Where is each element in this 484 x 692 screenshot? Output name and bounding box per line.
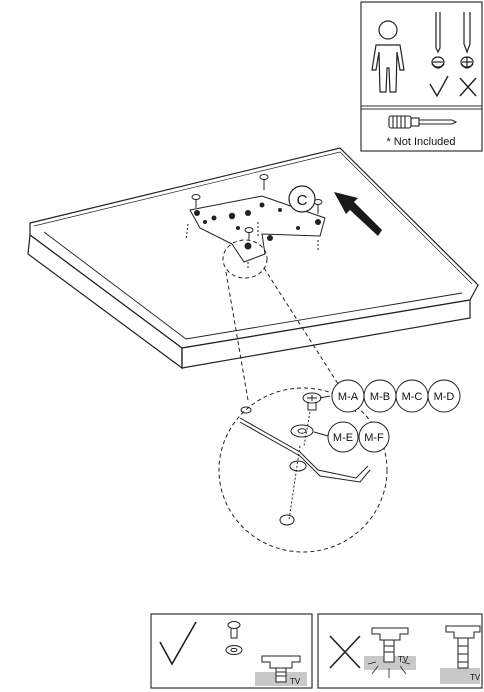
- callout-m-f-label: M-F: [364, 432, 384, 444]
- right-way-panel: TV: [150, 613, 313, 689]
- check-icon: [429, 75, 449, 98]
- step-callout: C: [288, 185, 316, 213]
- vesa-plate: [185, 174, 326, 270]
- callout-m-d-label: M-D: [434, 391, 455, 403]
- callout-m-b: M-B: [363, 379, 397, 413]
- tools-panel: * Not Included: [360, 1, 483, 152]
- screw-icon: [227, 621, 241, 639]
- check-icon: [159, 621, 197, 666]
- tv-mount-icon: TV: [440, 625, 481, 684]
- tv-mount-damaged-icon: TV: [364, 627, 416, 678]
- zoom-detail: [218, 239, 388, 553]
- callout-m-a: M-A: [331, 379, 365, 413]
- callout-m-f: M-F: [358, 421, 390, 453]
- screw-callouts: M-A M-B M-C M-D M-E M-F: [327, 379, 461, 453]
- cross-icon: [459, 77, 477, 97]
- tv-mount-icon: TV: [255, 655, 307, 686]
- callout-m-e: M-E: [327, 421, 359, 453]
- washer-icon: [225, 645, 243, 655]
- tv-label-wrong-2: TV: [470, 673, 481, 682]
- step-letter: C: [297, 192, 308, 209]
- tv-label-right: TV: [290, 677, 301, 686]
- callout-m-e-label: M-E: [333, 432, 353, 444]
- tv-label-wrong-1: TV: [398, 655, 409, 664]
- screw-head-icon: [460, 12, 474, 69]
- cross-icon: [329, 635, 361, 669]
- callout-m-b-label: M-B: [370, 391, 390, 403]
- callout-m-d: M-D: [427, 379, 461, 413]
- callout-m-a-label: M-A: [338, 391, 359, 403]
- screwdriver-tip-icon: [431, 12, 445, 69]
- person-icon: [371, 20, 405, 93]
- callout-m-c-label: M-C: [402, 391, 423, 403]
- direction-arrow: [334, 192, 382, 236]
- wrong-way-panel: TV TV: [317, 613, 483, 689]
- not-included-note: * Not Included: [386, 136, 455, 148]
- callout-m-c: M-C: [395, 379, 429, 413]
- screwdriver-icon: [388, 115, 458, 129]
